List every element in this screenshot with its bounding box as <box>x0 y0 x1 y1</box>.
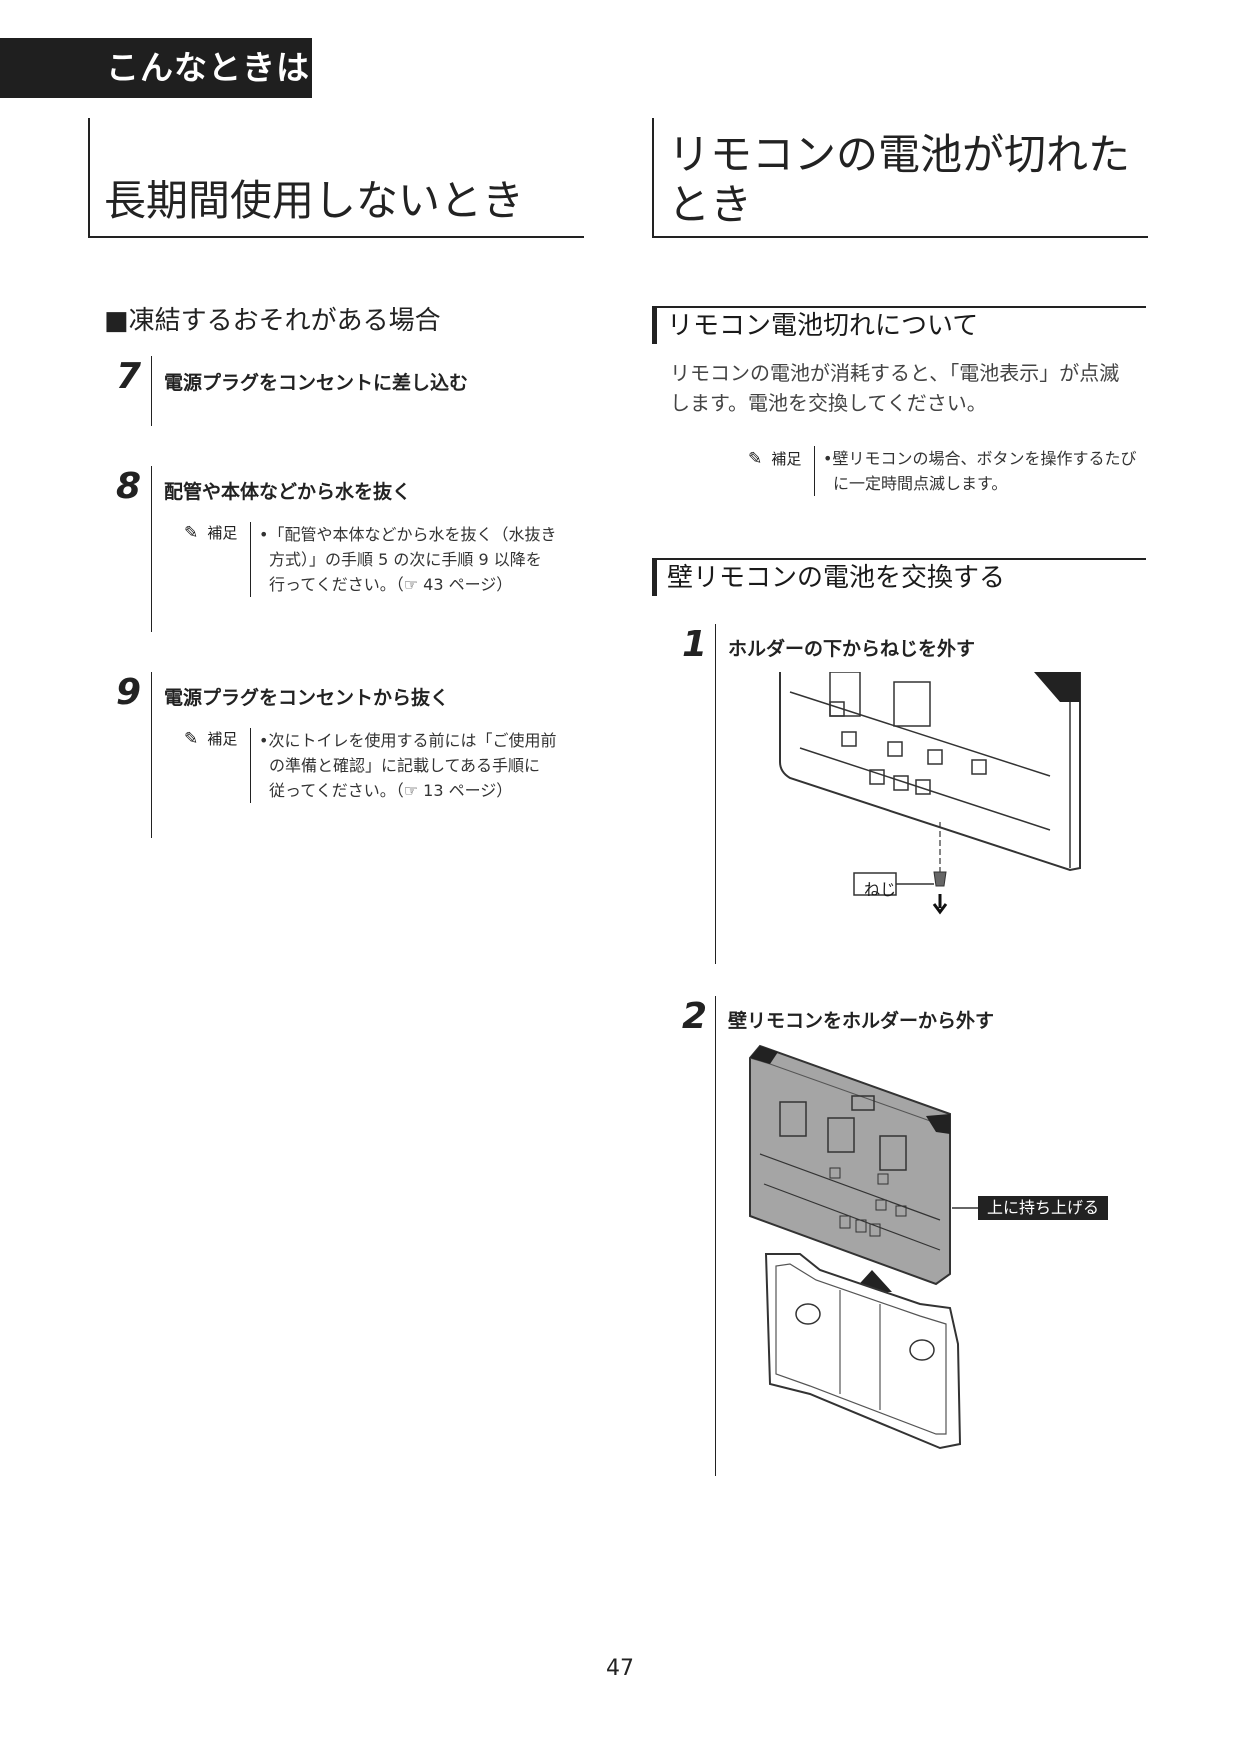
note-block: ✎ 補足 <box>184 728 237 749</box>
step-number: 9 <box>116 672 142 713</box>
step-title: 壁リモコンをホルダーから外す <box>728 1010 995 1032</box>
left-subheading: ■凍結するおそれがある場合 <box>104 306 441 336</box>
remote-holder-illustration <box>749 1044 1108 1450</box>
step-rule <box>151 356 152 426</box>
screw-callout-label: ねじ <box>863 880 896 899</box>
step-title: 電源プラグをコンセントに差し込む <box>164 372 469 394</box>
section1-body: リモコンの電池が消耗すると、「電池表示」が点滅 します。電池を交換してください。 <box>670 358 1119 418</box>
section1-heading: リモコン電池切れについて <box>652 308 978 344</box>
note-block: ✎ 補足 <box>748 448 801 469</box>
step-rule <box>151 466 152 632</box>
note-label: 補足 <box>771 450 802 468</box>
note-label: 補足 <box>207 730 238 748</box>
step-rule <box>715 996 716 1476</box>
step-number: 2 <box>682 996 708 1037</box>
lift-callout-label: 上に持ち上げる <box>986 1198 1099 1217</box>
step-title: ホルダーの下からねじを外す <box>728 638 976 660</box>
remote-screw-illustration <box>779 672 1081 915</box>
note-body: •次にトイレを使用する前には「ご使用前 の準備と確認」に記載してある手順に 従っ… <box>250 728 556 803</box>
section2-heading: 壁リモコンの電池を交換する <box>652 560 1005 596</box>
remote-step-1: 1 ホルダーの下からねじを外す <box>668 624 1148 964</box>
chapter-tab: こんなときは <box>0 38 312 98</box>
note-line: 行ってください。（☞ 43 ページ） <box>269 575 513 594</box>
step-rule <box>151 672 152 838</box>
note-body: •壁リモコンの場合、ボタンを操作するたび に一定時間点滅します。 <box>814 446 1136 496</box>
left-section-title: 長期間使用しないとき <box>104 176 525 225</box>
note-line: •壁リモコンの場合、ボタンを操作するたび <box>823 449 1137 468</box>
note-line: 従ってください。（☞ 13 ページ） <box>269 781 513 800</box>
step-8: 8 配管や本体などから水を抜く ✎ 補足 •「配管や本体などから水を抜く（水抜き… <box>104 466 584 632</box>
step-7: 7 電源プラグをコンセントに差し込む <box>104 356 584 426</box>
step-title: 電源プラグをコンセントから抜く <box>164 687 450 709</box>
title-line: リモコンの電池が切れた <box>668 130 1131 179</box>
note-line: •次にトイレを使用する前には「ご使用前 <box>259 731 557 750</box>
left-title-box: 長期間使用しないとき <box>88 118 584 238</box>
remote-step-2: 2 壁リモコンをホルダーから外す <box>668 996 1148 1476</box>
step-9: 9 電源プラグをコンセントから抜く ✎ 補足 •次にトイレを使用する前には「ご使… <box>104 672 584 838</box>
section-rule <box>652 306 1146 308</box>
body-line: します。電池を交換してください。 <box>670 391 987 415</box>
pencil-icon: ✎ <box>184 729 199 749</box>
step-number: 7 <box>116 356 142 397</box>
step-number: 1 <box>682 624 708 665</box>
note-label: 補足 <box>207 524 238 542</box>
page-number: 47 <box>606 1656 634 1681</box>
step-rule <box>715 624 716 964</box>
note-line: •「配管や本体などから水を抜く（水抜き <box>259 525 557 544</box>
pencil-icon: ✎ <box>184 523 199 543</box>
pencil-icon: ✎ <box>748 449 763 469</box>
note-line: 方式）」の手順 5 の次に手順 9 以降を <box>269 550 542 569</box>
body-line: リモコンの電池が消耗すると、「電池表示」が点滅 <box>670 361 1120 385</box>
section-rule <box>652 558 1146 560</box>
note-body: •「配管や本体などから水を抜く（水抜き 方式）」の手順 5 の次に手順 9 以降… <box>250 522 556 597</box>
note-block: ✎ 補足 <box>184 522 237 543</box>
title-line: とき <box>668 180 753 229</box>
step-number: 8 <box>116 466 142 507</box>
note-line: の準備と確認」に記載してある手順に <box>269 756 541 775</box>
step-title: 配管や本体などから水を抜く <box>164 481 412 503</box>
right-title-box: リモコンの電池が切れた とき <box>652 118 1148 238</box>
note-line: に一定時間点滅します。 <box>833 474 1008 493</box>
right-section-title: リモコンの電池が切れた とき <box>668 130 1130 230</box>
